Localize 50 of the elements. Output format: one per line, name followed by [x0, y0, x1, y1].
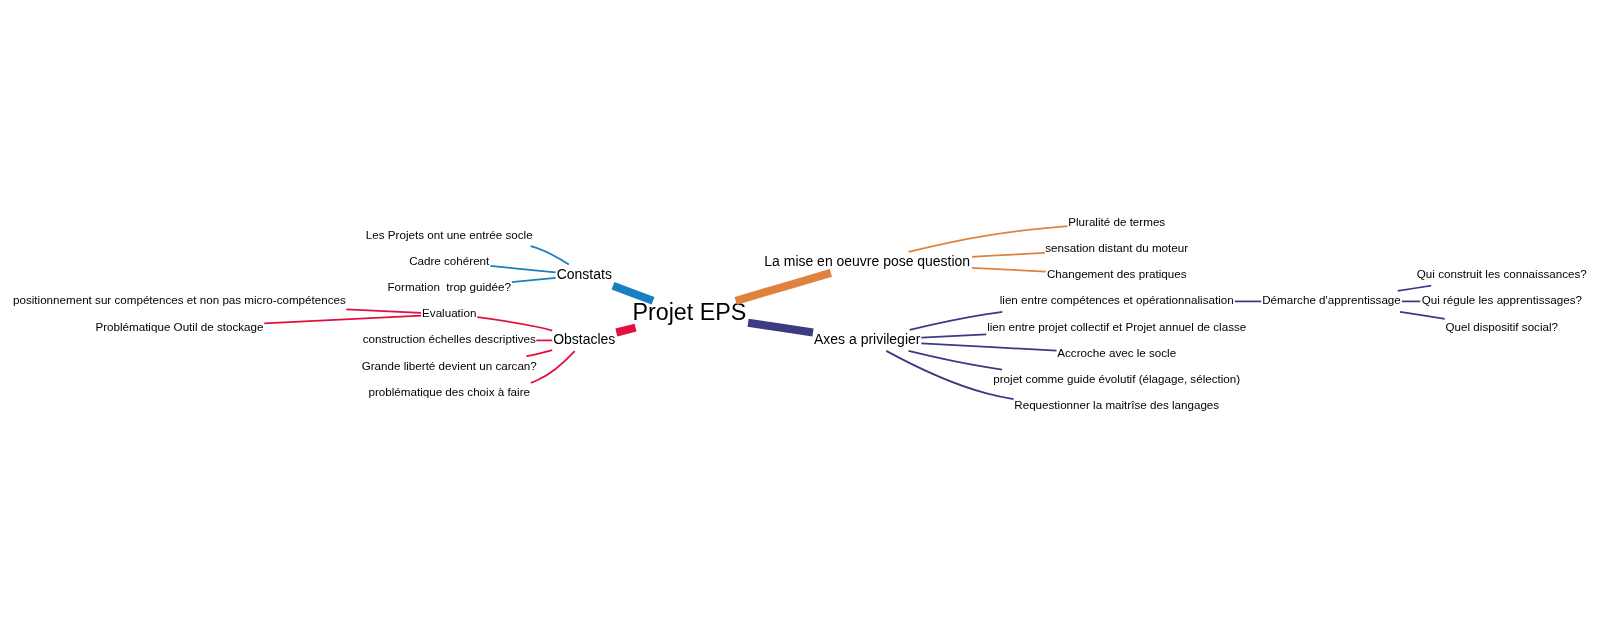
- node-text: Quel dispositif social?: [1445, 319, 1559, 333]
- connector: [345, 308, 422, 314]
- connector: [1396, 284, 1433, 292]
- node-text: construction échelles descriptives: [362, 332, 536, 346]
- connector: [920, 333, 988, 339]
- node-text: Qui régule les apprentissages?: [1421, 293, 1582, 307]
- node-text: Démarche d'apprentissage: [1262, 293, 1401, 307]
- node-text: Changement des pratiques: [1046, 267, 1187, 281]
- node-text: Pluralité de termes: [1068, 214, 1166, 228]
- connector: [747, 318, 814, 337]
- node-text: Constats: [556, 265, 612, 282]
- node-text: Formation trop guidée?: [387, 279, 511, 293]
- node-text: La mise en oeuvre pose question: [764, 253, 971, 270]
- node-text: Cadre cohérent: [409, 253, 490, 267]
- connector: [1233, 300, 1263, 303]
- node-text: lien entre compétences et opérationnalisation: [999, 293, 1234, 307]
- node-text: Projet EPS: [632, 299, 747, 326]
- node-text: Axes a privilegier: [814, 331, 921, 348]
- connector: [529, 245, 570, 266]
- node-text: projet comme guide évolutif (élagage, sélection): [993, 371, 1241, 385]
- node-text: Problématique Outil de stockage: [95, 319, 264, 333]
- connector: [263, 314, 423, 325]
- node-text: Evaluation: [422, 306, 477, 320]
- connector: [885, 350, 1015, 400]
- node-text: Accroche avec le socle: [1057, 345, 1177, 359]
- connector: [908, 311, 1004, 331]
- connector: [920, 342, 1058, 352]
- node-text: Les Projets ont une entrée socle: [365, 227, 533, 241]
- connector: [525, 349, 554, 357]
- connector: [529, 350, 576, 384]
- connector: [511, 277, 557, 283]
- connector: [971, 251, 1046, 258]
- connector: [1399, 311, 1446, 320]
- node-text: Grande liberté devient un carcan?: [361, 358, 537, 372]
- node-text: Requestionner la maitrîse des langages: [1014, 398, 1220, 412]
- connector: [734, 268, 832, 305]
- node-text: Obstacles: [553, 331, 616, 348]
- connector: [907, 225, 1069, 253]
- connector: [615, 323, 637, 337]
- node-text: sensation distant du moteur: [1045, 240, 1189, 254]
- connector: [1401, 300, 1422, 303]
- node-text: lien entre projet collectif et Projet annuel de classe: [987, 319, 1247, 333]
- node-text: Qui construit les connaissances?: [1416, 267, 1587, 281]
- connector: [971, 266, 1047, 273]
- connector: [476, 316, 554, 332]
- connector: [907, 350, 1003, 371]
- node-text: positionnement sur compétences et non pas micro-compétences: [13, 293, 346, 307]
- connector: [489, 265, 557, 274]
- node-text: problématique des choix à faire: [368, 384, 531, 398]
- connector: [611, 281, 655, 305]
